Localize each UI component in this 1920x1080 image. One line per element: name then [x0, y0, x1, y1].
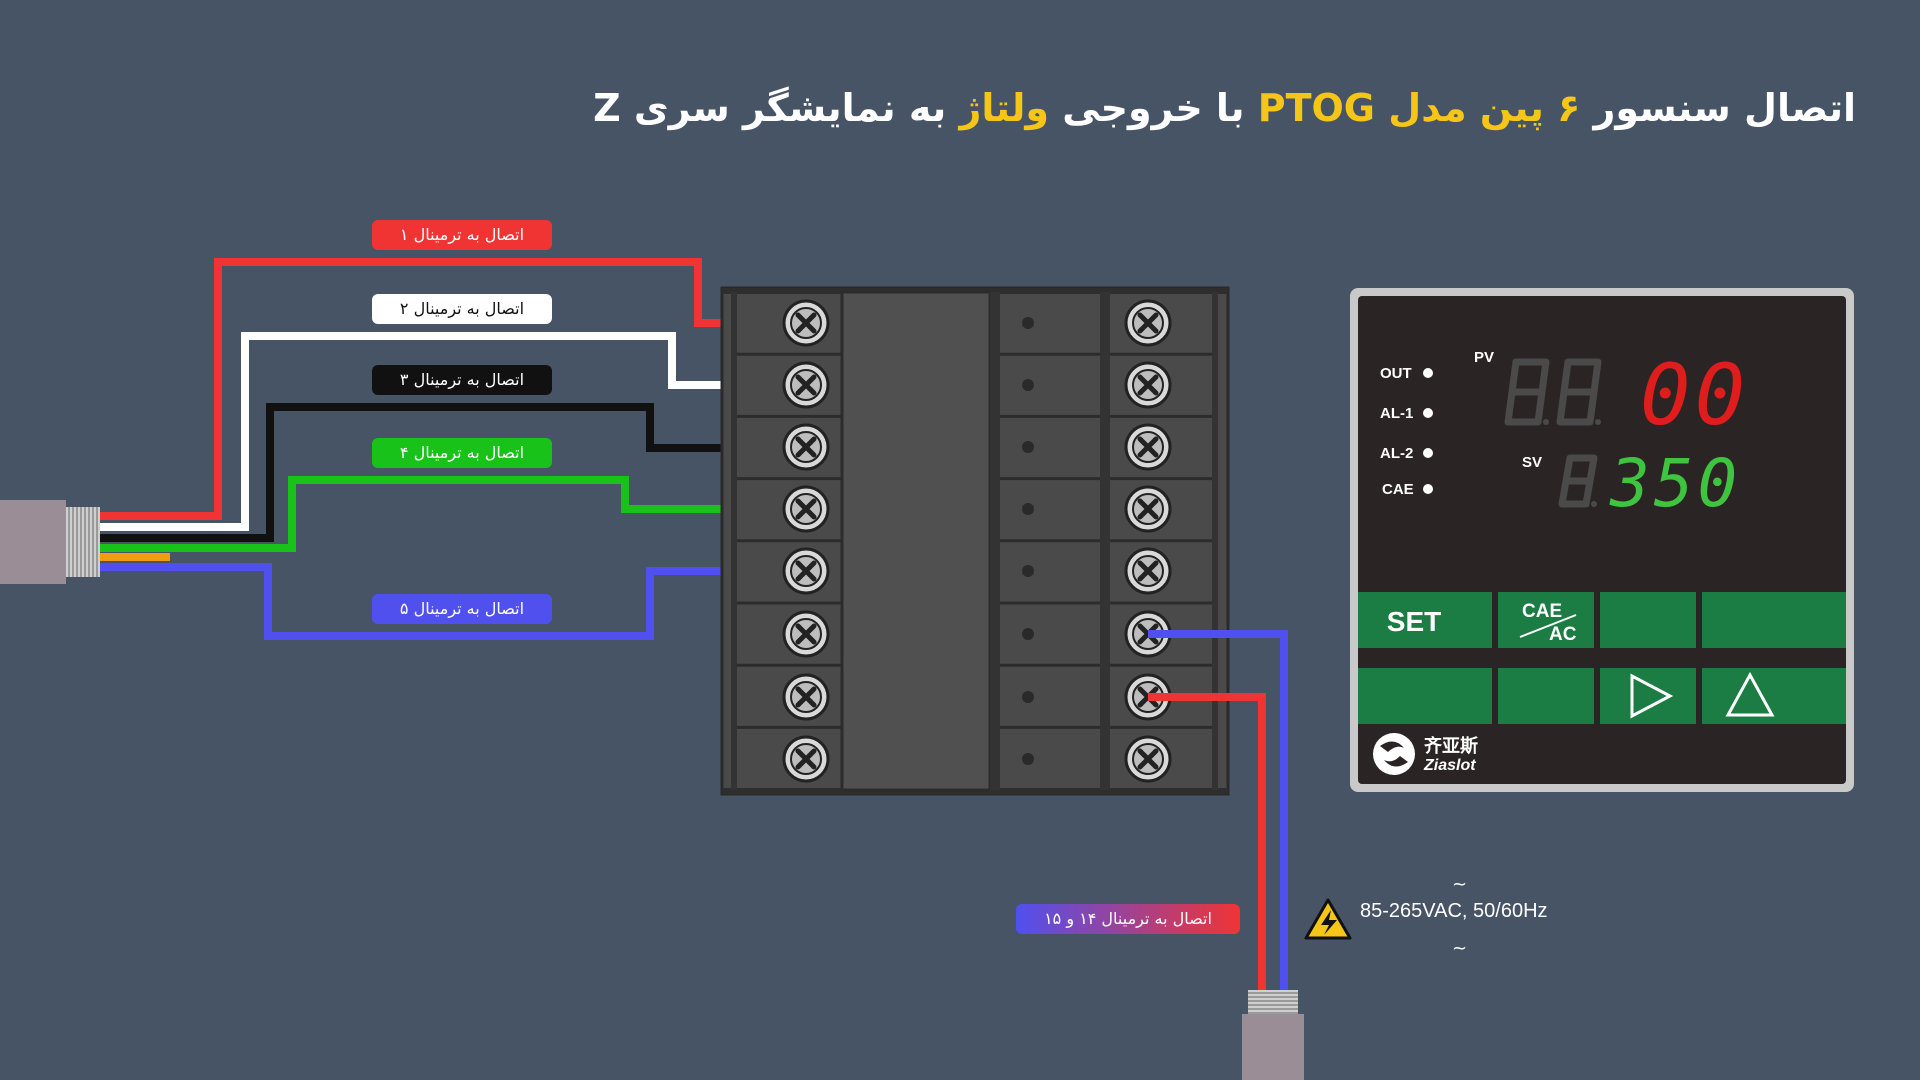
- high-voltage-warning-icon: [1304, 898, 1352, 940]
- terminal-block: [720, 286, 1230, 796]
- power-supply-spec: 85-265VAC, 50/60Hz: [1360, 900, 1548, 922]
- terminal-screw-right-3: [1124, 423, 1172, 471]
- label-terminal-4: اتصال به ترمینال ۴: [372, 438, 552, 468]
- wire-power-blue: [1148, 630, 1288, 1000]
- wire-green: [100, 476, 800, 552]
- terminal-screw-right-5: [1124, 547, 1172, 595]
- wire-red: [100, 258, 800, 520]
- terminal-hole-5: [1022, 565, 1034, 577]
- label-terminal-14-15: اتصال به ترمینال ۱۴ و ۱۵: [1016, 904, 1240, 934]
- wire-white: [100, 332, 800, 531]
- terminal-screw-right-2: [1124, 361, 1172, 409]
- terminal-hole-1: [1022, 317, 1034, 329]
- title-part-4: با خروجی: [1049, 86, 1245, 130]
- wire-orange-stub: [100, 553, 170, 561]
- terminal-hole-7: [1022, 691, 1034, 703]
- terminal-screw-left-3: [782, 423, 830, 471]
- power-cable-jacket: [1242, 1014, 1304, 1080]
- terminal-screw-left-7: [782, 673, 830, 721]
- terminal-screw-left-6: [782, 610, 830, 658]
- terminal-screw-right-4: [1124, 485, 1172, 533]
- title-part-5: ولتاژ: [959, 86, 1049, 130]
- terminal-screw-left-1: [782, 299, 830, 347]
- power-cable-ferrule: [1248, 990, 1298, 1016]
- terminal-screw-right-8: [1124, 735, 1172, 783]
- terminal-screw-left-5: [782, 547, 830, 595]
- terminal-hole-2: [1022, 379, 1034, 391]
- terminal-hole-4: [1022, 503, 1034, 515]
- wire-black: [100, 403, 800, 542]
- label-terminal-3: اتصال به ترمینال ۳: [372, 365, 552, 395]
- supply-tilde-bottom: ~: [1452, 938, 1468, 959]
- terminal-screw-left-2: [782, 361, 830, 409]
- label-terminal-1: اتصال به ترمینال ۱: [372, 220, 552, 250]
- terminal-hole-8: [1022, 753, 1034, 765]
- page-title: اتصال سنسور ۶ پین مدل PTOG با خروجی ولتا…: [593, 86, 1856, 130]
- title-part-6: به نمایشگر سری Z: [593, 86, 960, 130]
- label-terminal-5: اتصال به ترمینال ۵: [372, 594, 552, 624]
- terminal-screw-right-1: [1124, 299, 1172, 347]
- label-terminal-2: اتصال به ترمینال ۲: [372, 294, 552, 324]
- title-part-2: ۶ پین مدل: [1388, 86, 1581, 130]
- title-part-3: PTOG: [1244, 86, 1389, 130]
- terminal-screw-left-4: [782, 485, 830, 533]
- terminal-screw-left-8: [782, 735, 830, 783]
- terminal-hole-6: [1022, 628, 1034, 640]
- sensor-cable-jacket: [0, 500, 66, 584]
- supply-tilde-top: ~: [1452, 874, 1468, 895]
- title-part-1: اتصال سنسور: [1580, 86, 1856, 130]
- wire-blue: [100, 563, 800, 640]
- terminal-hole-3: [1022, 441, 1034, 453]
- sensor-cable-ferrule: [66, 507, 100, 577]
- wire-power-red: [1148, 693, 1266, 1000]
